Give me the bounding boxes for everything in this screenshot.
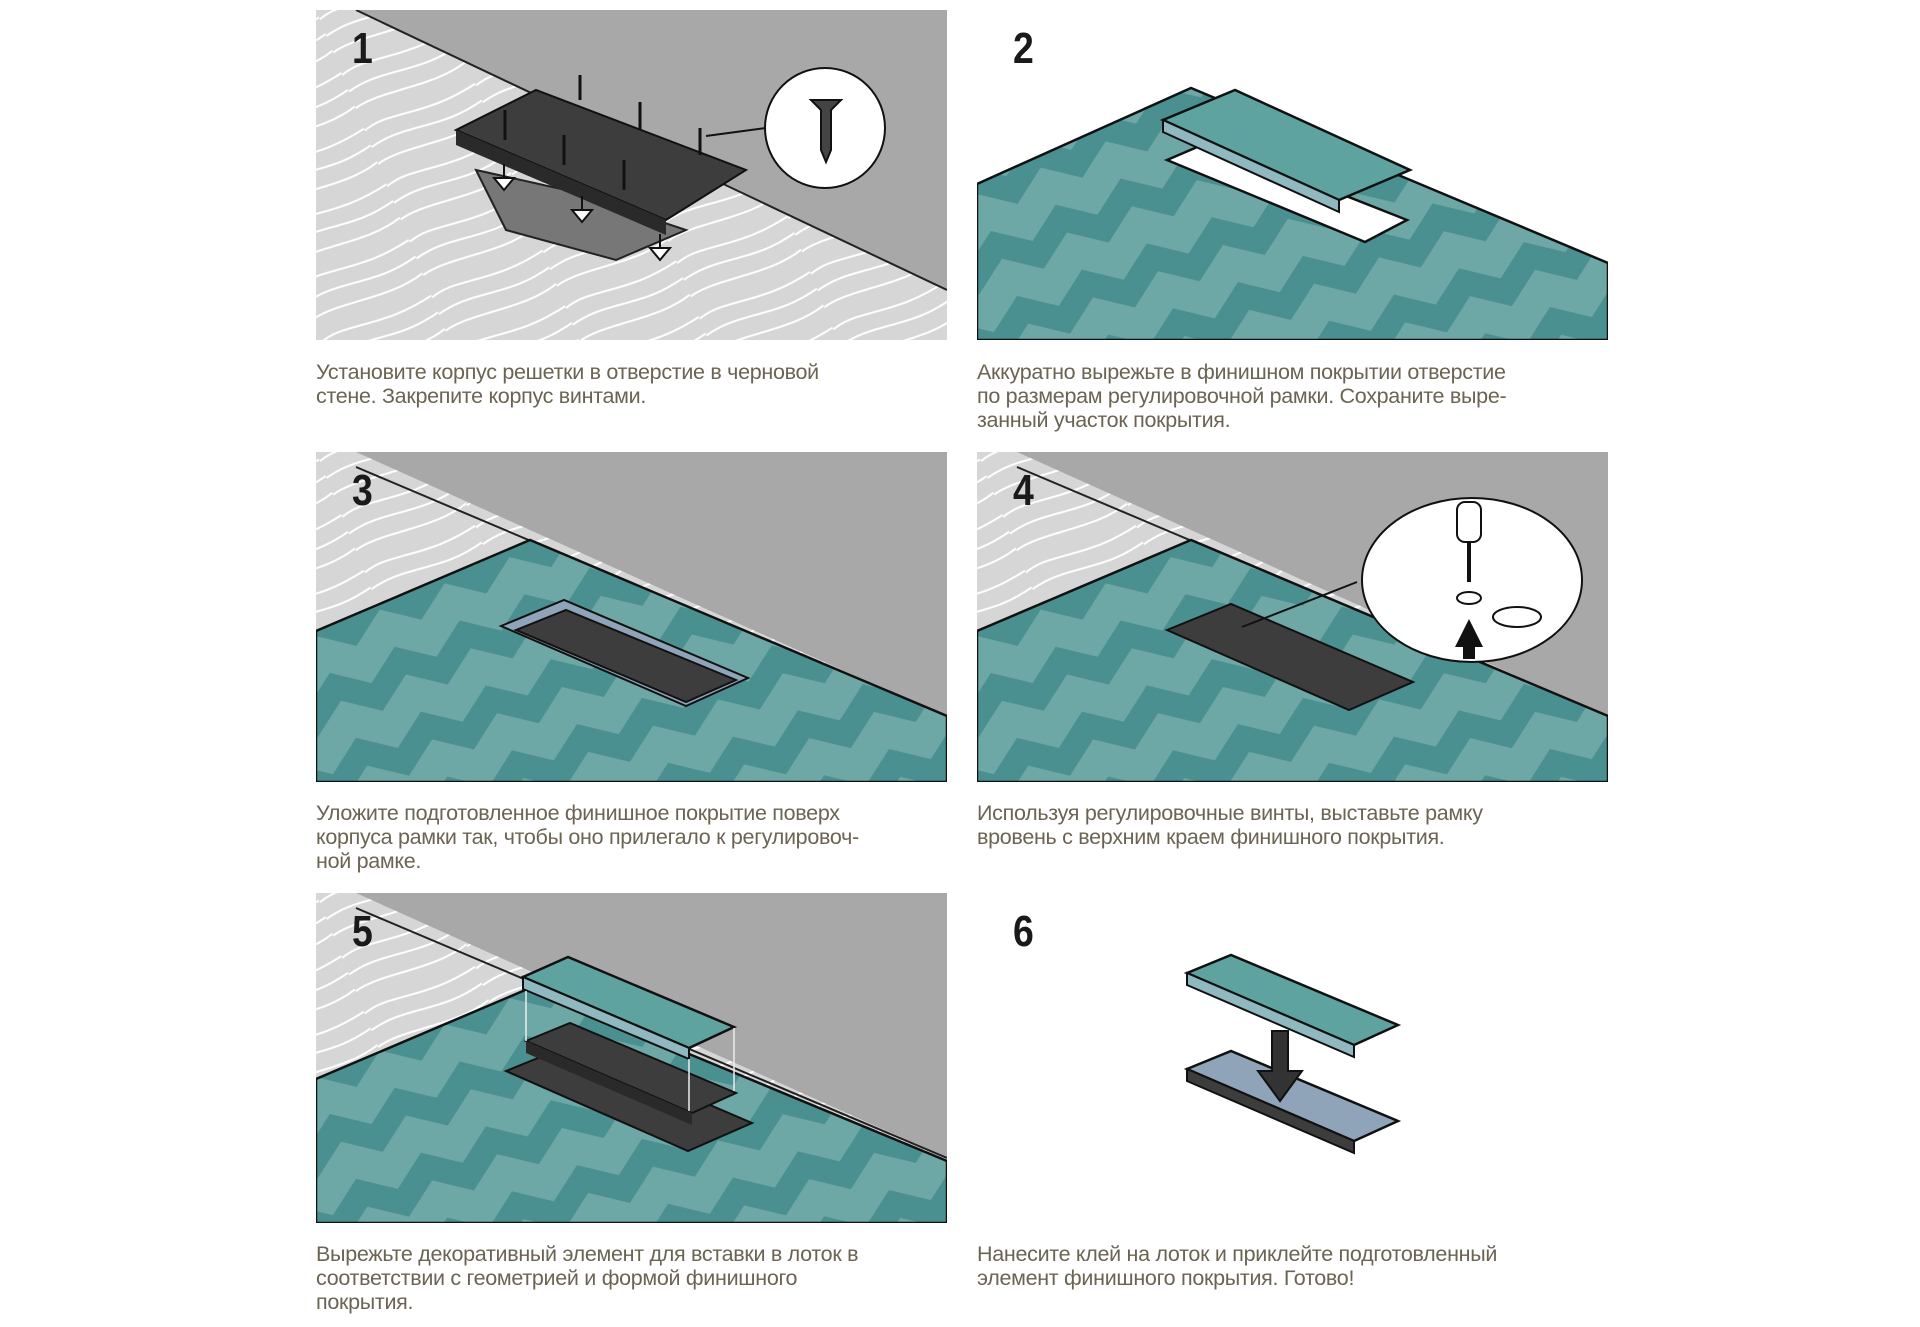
step-3-caption: Уложите подготовленное финишное покрытие… <box>316 801 956 873</box>
step-number: 1 <box>352 24 373 73</box>
caption-line: корпуса рамки так, чтобы оно прилегало к… <box>316 825 859 849</box>
step-6-illustration: 6 <box>977 893 1608 1223</box>
caption-line: покрытия. <box>316 1290 414 1314</box>
step-number: 6 <box>1013 907 1034 956</box>
step-1-illustration: 1 <box>316 10 947 340</box>
caption-line: Используя регулировочные винты, выставьт… <box>977 801 1483 825</box>
step-4-caption: Используя регулировочные винты, выставьт… <box>977 801 1617 849</box>
caption-line: вровень с верхним краем финишного покрыт… <box>977 825 1445 849</box>
caption-line: Нанесите клей на лоток и приклейте подго… <box>977 1242 1498 1266</box>
caption-line: стене. Закрепите корпус винтами. <box>316 384 647 408</box>
step-5-illustration: 5 <box>316 893 947 1223</box>
step-3-illustration: 3 <box>316 452 947 782</box>
caption-line: ной рамке. <box>316 849 422 873</box>
step-5-caption: Вырежьте декоративный элемент для вставк… <box>316 1242 956 1314</box>
step-4-illustration: 4 <box>977 452 1608 782</box>
step-1-caption: Установите корпус решетки в отверстие в … <box>316 360 956 408</box>
step-number: 3 <box>352 466 373 515</box>
step-number: 5 <box>352 907 373 956</box>
caption-line: элемент финишного покрытия. Готово! <box>977 1266 1355 1290</box>
step-6-caption: Нанесите клей на лоток и приклейте подго… <box>977 1242 1617 1290</box>
step-2-illustration: 2 <box>977 10 1608 340</box>
caption-line: Установите корпус решетки в отверстие в … <box>316 360 819 384</box>
caption-line: по размерам регулировочной рамки. Сохран… <box>977 384 1507 408</box>
caption-line: Аккуратно вырежьте в финишном покрытии о… <box>977 360 1506 384</box>
caption-line: соответствии с геометрией и формой финиш… <box>316 1266 798 1290</box>
step-2-caption: Аккуратно вырежьте в финишном покрытии о… <box>977 360 1617 432</box>
caption-line: Вырежьте декоративный элемент для вставк… <box>316 1242 859 1266</box>
caption-line: занный участок покрытия. <box>977 408 1231 432</box>
step-number: 4 <box>1013 466 1034 515</box>
caption-line: Уложите подготовленное финишное покрытие… <box>316 801 840 825</box>
step-number: 2 <box>1013 24 1034 73</box>
